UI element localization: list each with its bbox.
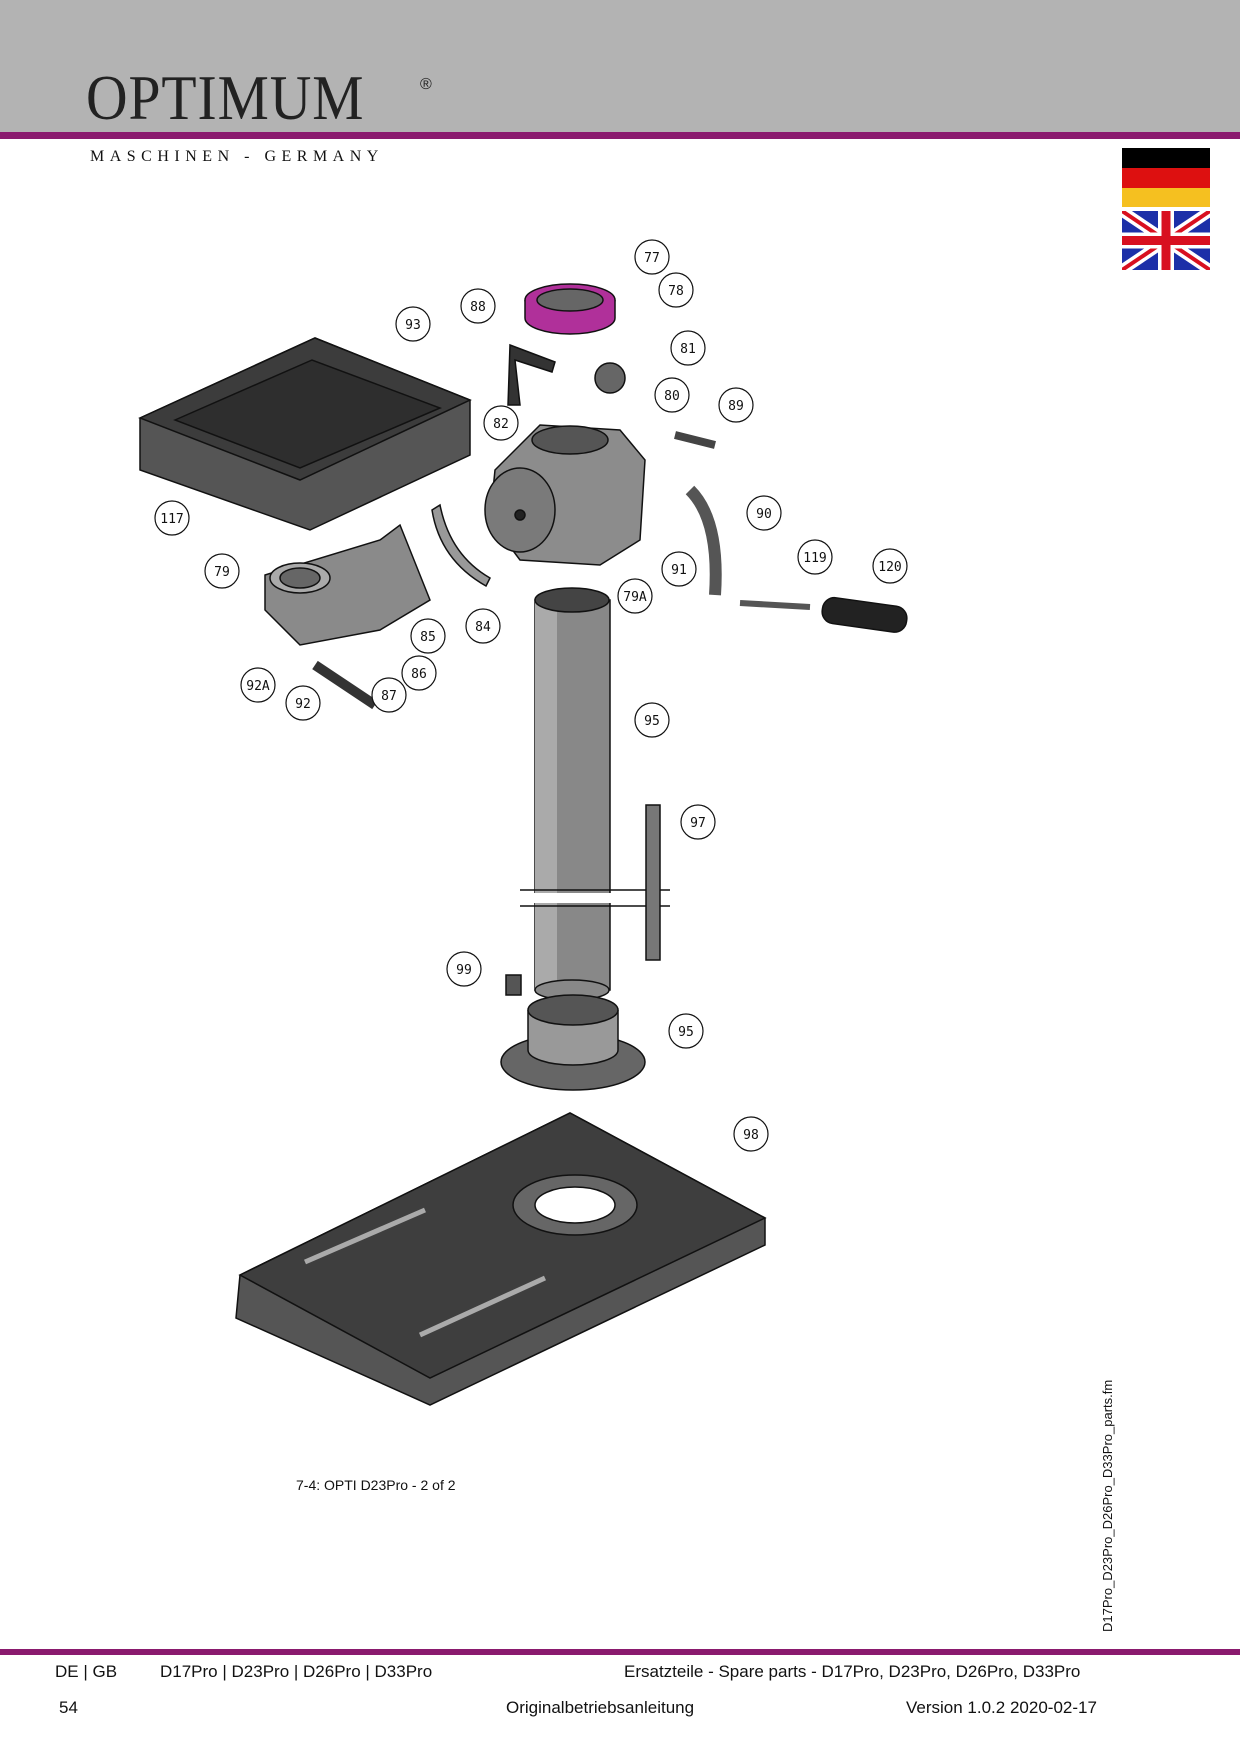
callout-label: 93 [405,318,421,333]
callout-bubble [661,551,697,587]
callout-bubble [483,405,519,441]
callout-bubble [680,804,716,840]
callout-label: 97 [690,816,706,831]
registered-mark: ® [420,76,432,93]
callout-bubble [371,677,407,713]
header-divider [0,132,1240,139]
callout-label: 79A [623,590,647,605]
callout-bubble [617,578,653,614]
callout-label: 119 [803,551,826,566]
footer-doc-type: Originalbetriebsanleitung [506,1698,695,1717]
footer-divider [0,1649,1240,1655]
callout-bubble [401,655,437,691]
callout-label: 78 [668,284,684,299]
callout-label: 99 [456,963,472,978]
callout-label: 84 [475,620,491,635]
callout-bubble [465,608,501,644]
callout-label: 80 [664,389,680,404]
page-number: 54 [59,1698,78,1717]
callout-label: 79 [214,565,230,580]
callout-label: 89 [728,399,744,414]
callout-bubble [240,667,276,703]
footer-section: Ersatzteile - Spare parts - D17Pro, D23P… [624,1662,1081,1681]
file-name-vertical: D17Pro_D23Pro_D26Pro_D33Pro_parts.fm [1100,1379,1115,1632]
callout-label: 95 [678,1025,694,1040]
header-band [0,0,1240,132]
callout-label: 92 [295,697,311,712]
callout-label: 90 [756,507,772,522]
callout-bubble [285,685,321,721]
callout-label: 86 [411,667,427,682]
callout-label: 88 [470,300,486,315]
callout-bubble [746,495,782,531]
callout-bubble [658,272,694,308]
callout-bubble [634,702,670,738]
footer-models: D17Pro | D23Pro | D26Pro | D33Pro [160,1662,433,1681]
callout-bubble [395,306,431,342]
brand-tagline: MASCHINEN - GERMANY [90,148,384,165]
callout-group: 77 78 88 93 81 80 89 82 117 90 119 120 79 91 79A 84 85 86… [154,239,908,1152]
callout-bubble [668,1013,704,1049]
callout-label: 91 [671,563,687,578]
callout-bubble [654,377,690,413]
callout-bubble [446,951,482,987]
uk-flag-icon [1122,211,1210,270]
callout-bubble [634,239,670,275]
callout-label: 117 [160,512,183,527]
callout-label: 85 [420,630,436,645]
callout-label: 81 [680,342,696,357]
callout-label: 77 [644,251,660,266]
brand-logo: OPTIMUM [86,62,365,133]
callout-label: 98 [743,1128,759,1143]
callout-bubble [154,500,190,536]
callout-bubble [872,548,908,584]
callout-label: 120 [878,560,901,575]
callout-bubble [670,330,706,366]
german-flag-icon [1122,148,1210,207]
callout-label: 82 [493,417,509,432]
figure-caption: 7-4: OPTI D23Pro - 2 of 2 [296,1477,456,1493]
callout-label: 87 [381,689,397,704]
footer-version: Version 1.0.2 2020-02-17 [906,1698,1097,1717]
callout-bubble [733,1116,769,1152]
callout-label: 95 [644,714,660,729]
exploded-parts-diagram: 77 78 88 93 81 80 89 82 117 90 119 120 79 91 79A 84 85 86… [138,239,908,1406]
callout-bubble [718,387,754,423]
callout-bubble [410,618,446,654]
callout-bubble [204,553,240,589]
callout-bubble [460,288,496,324]
footer-language: DE | GB [55,1662,118,1681]
callout-label: 92A [246,679,270,694]
callout-bubble [797,539,833,575]
